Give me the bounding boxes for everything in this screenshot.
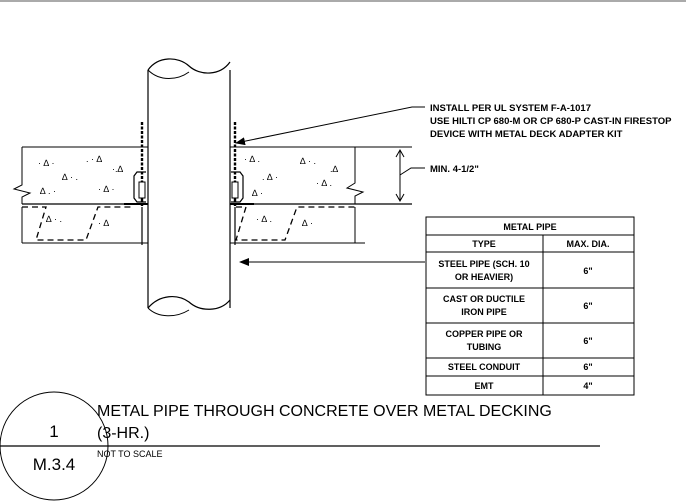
install-note-line2: USE HILTI CP 680-M OR CP 680-P CAST-IN F… (430, 116, 672, 127)
svg-text:∆ · .: ∆ · . (62, 172, 78, 182)
table-header-max-dia: MAX. DIA. (566, 239, 609, 249)
row2-type-line2: IRON PIPE (461, 307, 507, 317)
row3-type-line2: TUBING (467, 342, 502, 352)
svg-text:∆ · .: ∆ · . (46, 214, 62, 224)
sheet-number: M.3.4 (33, 455, 76, 474)
svg-text:∆ . ·: ∆ . · (40, 186, 56, 196)
svg-text:∆ · .: ∆ · . (300, 156, 316, 166)
firestop-device (124, 122, 254, 245)
row1-type-line1: STEEL PIPE (SCH. 10 (438, 259, 529, 269)
install-note-line3: DEVICE WITH METAL DECK ADAPTER KIT (430, 129, 623, 140)
scale-note: NOT TO SCALE (97, 449, 163, 459)
install-note-line1: INSTALL PER UL SYSTEM F-A-1017 (430, 103, 591, 114)
svg-text:∆ ·: ∆ · (302, 218, 313, 228)
row1-type-line2: OR HEAVIER) (455, 272, 513, 282)
detail-number: 1 (49, 422, 58, 441)
svg-text:·.∆: ·.∆ (112, 164, 123, 174)
row4-max-dia: 6" (583, 362, 592, 372)
metal-pipe-table: METAL PIPE TYPE MAX. DIA. STEEL PIPE (SC… (425, 216, 635, 396)
thickness-dimension (388, 146, 425, 205)
row4-type: STEEL CONDUIT (448, 362, 521, 372)
concrete-aggregate: · ∆ · ∆ · . . · ∆ · ∆ · ∆ . · ·.∆ ∆ · . … (38, 154, 339, 228)
row2-type-line1: CAST OR DUCTILE (443, 294, 525, 304)
detail-title-line1: METAL PIPE THROUGH CONCRETE OVER METAL D… (97, 403, 552, 420)
leader-lines (235, 106, 425, 266)
svg-text:. · ∆: . · ∆ (86, 154, 102, 164)
metal-decking (22, 206, 355, 241)
svg-text:· ∆ ·: · ∆ · (38, 158, 55, 168)
table-header-type: TYPE (472, 239, 496, 249)
detail-title-block: 1 M.3.4 METAL PIPE THROUGH CONCRETE OVER… (0, 391, 600, 501)
row3-max-dia: 6" (583, 336, 592, 346)
row1-max-dia: 6" (583, 266, 592, 276)
svg-text:· ∆ ·: · ∆ · (98, 184, 115, 194)
min-thickness-note: MIN. 4-1/2" (430, 164, 479, 175)
svg-text:· ∆ .: · ∆ . (316, 178, 332, 188)
row3-type-line1: COPPER PIPE OR (445, 329, 523, 339)
table-title: METAL PIPE (503, 222, 556, 232)
svg-text:· ∆ .: · ∆ . (244, 154, 260, 164)
svg-text:· ∆: · ∆ (98, 218, 109, 228)
metal-pipe (147, 58, 231, 317)
detail-title-line2: (3-HR.) (97, 425, 149, 442)
row5-type: EMT (475, 381, 495, 391)
row2-max-dia: 6" (583, 301, 592, 311)
svg-text:· ∆ .: · ∆ . (256, 214, 272, 224)
svg-text:∆ ·: ∆ · (252, 188, 263, 198)
row5-max-dia: 4" (583, 381, 592, 391)
svg-text:.∆: .∆ (330, 164, 339, 174)
svg-text:. ∆ ·: . ∆ · (262, 172, 278, 182)
